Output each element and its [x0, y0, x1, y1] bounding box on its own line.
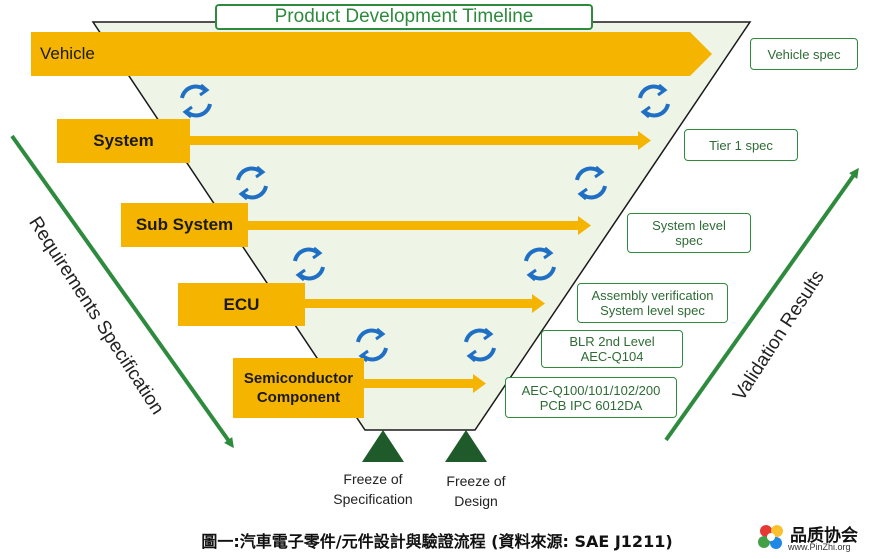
freeze-design-line1: Freeze of [446, 473, 506, 489]
requirements-arrow [10, 134, 234, 449]
cycle-icons [180, 83, 670, 363]
freeze-of-specification: Freeze of Specification [318, 469, 428, 509]
validation-arrow [664, 167, 859, 442]
freeze-spec-line1: Freeze of [343, 471, 403, 487]
level-label-line2: Component [256, 389, 341, 406]
cycle-arrows-icon [180, 83, 212, 119]
spec-line2: System level spec [600, 303, 705, 318]
figure-caption: 圖一:汽車電子零件/元件設計與驗證流程 (資料來源: SAE J1211) [201, 532, 673, 551]
freeze-of-design: Freeze of Design [428, 471, 524, 511]
spec-box-aec: AEC-Q100/101/102/200 PCB IPC 6012DA [505, 377, 677, 418]
spec-line1: Tier 1 spec [709, 137, 773, 153]
spec-line2: PCB IPC 6012DA [539, 397, 643, 413]
level-sub-system: Sub System [121, 203, 248, 247]
level-ecu: ECU [178, 283, 305, 326]
spec-box-system-level: System level spec [627, 213, 751, 253]
spec-box-tier1: Tier 1 spec [684, 129, 798, 161]
freeze-spec-triangle-icon [362, 430, 404, 462]
level-arrows [185, 131, 651, 393]
cycle-arrows-icon [638, 83, 670, 119]
level-label-line1: Semiconductor [243, 370, 354, 387]
spec-line1: System level [652, 218, 726, 233]
spec-line2: spec [675, 233, 703, 248]
spec-line1: AEC-Q100/101/102/200 [521, 382, 661, 398]
diagram-title: Product Development Timeline [215, 4, 593, 30]
freeze-design-line2: Design [454, 493, 498, 509]
cycle-arrows-icon [356, 327, 388, 363]
spec-line1: BLR 2nd Level [569, 334, 655, 349]
watermark-url: www.PinZhi.org [788, 542, 851, 552]
cycle-arrows-icon [524, 246, 556, 282]
spec-line1: Assembly verification [591, 288, 714, 303]
vehicle-arrow [31, 32, 712, 76]
watermark-name: 品质协会 [790, 526, 858, 546]
cycle-arrows-icon [464, 327, 496, 363]
cycle-arrows-icon [236, 165, 268, 201]
level-semiconductor-component: Semiconductor Component [233, 358, 364, 418]
level-vehicle: Vehicle [40, 44, 95, 63]
spec-box-blr: BLR 2nd Level AEC-Q104 [541, 330, 683, 368]
freeze-spec-line2: Specification [333, 491, 413, 507]
freeze-design-triangle-icon [445, 430, 487, 462]
spec-line2: AEC-Q104 [580, 349, 644, 364]
spec-box-assembly: Assembly verification System level spec [577, 283, 728, 323]
spec-box-vehicle: Vehicle spec [750, 38, 858, 70]
cycle-arrows-icon [575, 165, 607, 201]
level-system: System [57, 119, 190, 163]
spec-line1: Vehicle spec [767, 46, 841, 62]
logo-flower-icon [758, 525, 783, 549]
cycle-arrows-icon [293, 246, 325, 282]
